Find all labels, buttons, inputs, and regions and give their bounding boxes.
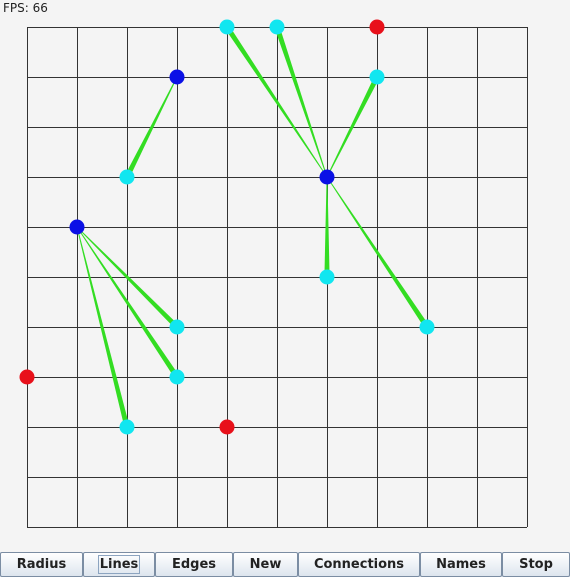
connection-line [76,226,130,428]
node-cyan[interactable] [169,369,185,385]
node-cyan[interactable] [269,19,285,35]
lines-button-label: Lines [97,555,141,574]
edges-button-label: Edges [171,557,217,572]
node-cyan[interactable] [119,419,135,435]
lines-button[interactable]: Lines [83,552,155,577]
node-cyan[interactable] [219,19,235,35]
node-cyan[interactable] [119,169,135,185]
connection-line [274,26,328,178]
node-cyan[interactable] [419,319,435,335]
radius-button[interactable]: Radius [0,552,83,577]
names-button-label: Names [436,557,486,572]
stop-button-label: Stop [519,557,553,572]
connections-button[interactable]: Connections [298,552,420,577]
connection-line [326,75,380,178]
node-blue[interactable] [169,69,185,85]
nodes [19,19,435,435]
new-button[interactable]: New [233,552,298,577]
fps-counter: FPS: 66 [3,1,48,15]
connection-lines [76,25,430,428]
node-red[interactable] [369,19,385,35]
button-toolbar: Radius Lines Edges New Connections Names… [0,552,570,577]
connections-button-label: Connections [313,557,405,572]
node-cyan[interactable] [319,269,335,285]
new-button-label: New [249,557,282,572]
connection-line [76,226,180,379]
node-cyan[interactable] [169,319,185,335]
edges-button[interactable]: Edges [155,552,233,577]
simulation-canvas[interactable]: FPS: 66 [0,0,570,552]
connection-line [124,76,178,179]
names-button[interactable]: Names [420,552,502,577]
stop-button[interactable]: Stop [502,552,570,577]
connection-line [76,226,179,329]
connection-line [326,176,430,329]
node-red[interactable] [19,369,35,385]
node-blue[interactable] [69,219,85,235]
node-red[interactable] [219,419,235,435]
radius-button-label: Radius [16,557,67,572]
connection-line [324,177,330,277]
connection-line [224,25,328,178]
node-blue[interactable] [319,169,335,185]
node-cyan[interactable] [369,69,385,85]
grid-board[interactable] [0,0,570,552]
